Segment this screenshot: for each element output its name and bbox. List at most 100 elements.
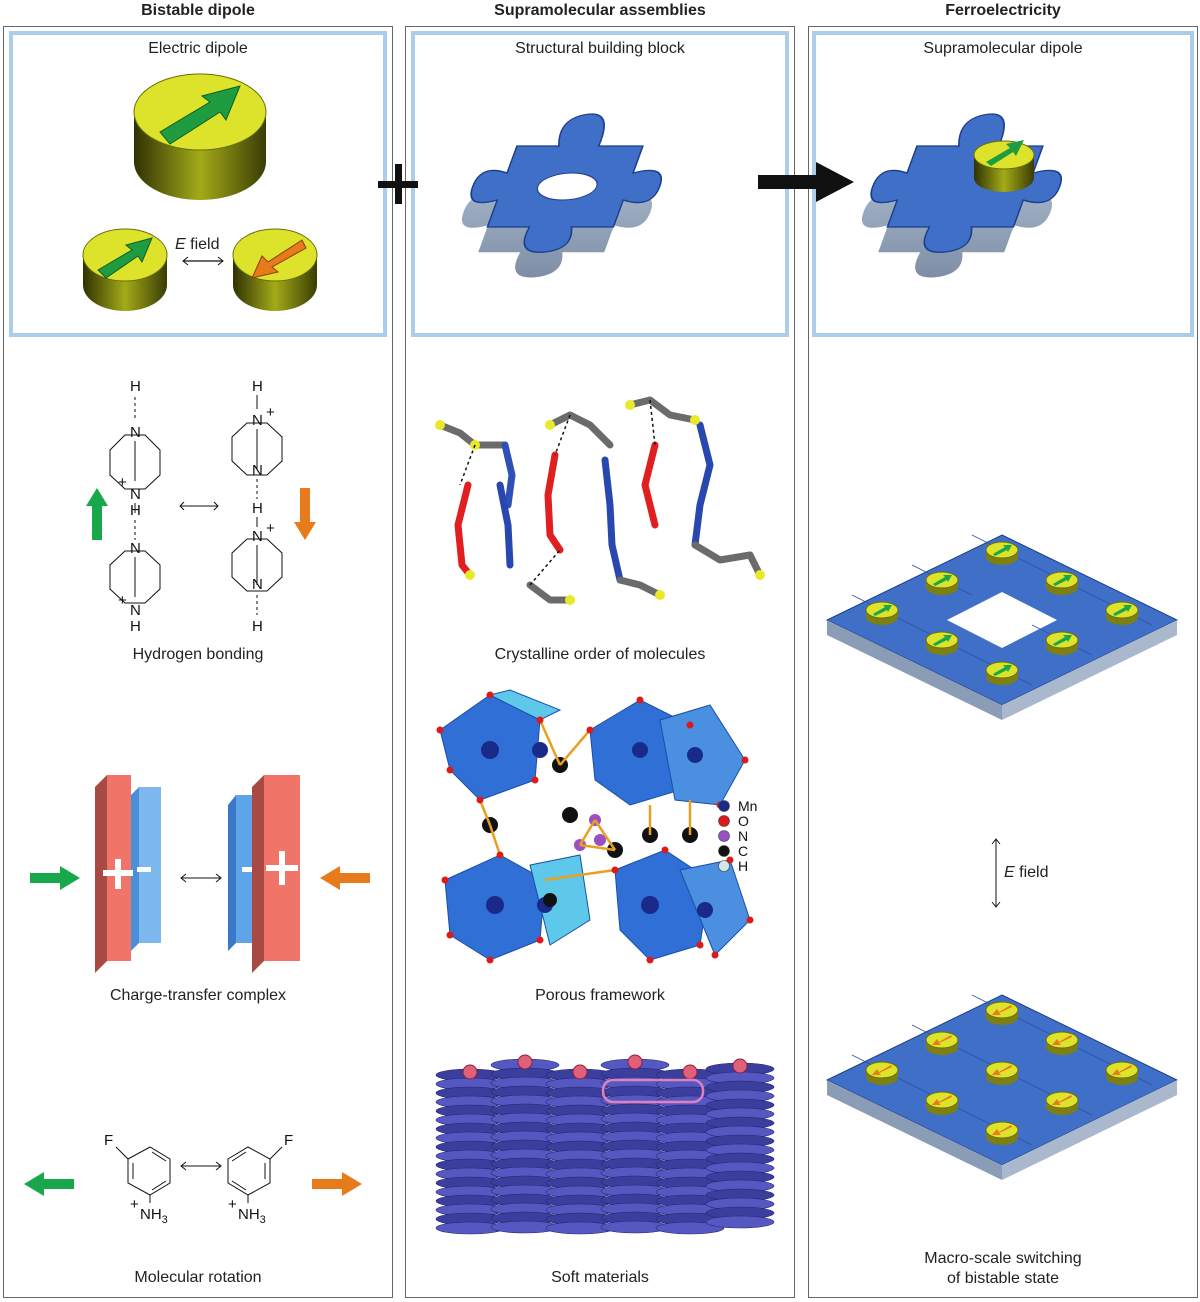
lattice-arrow-up-icon [1053, 635, 1072, 646]
soft-core [572, 1064, 588, 1080]
svg-text:+: + [228, 1196, 237, 1213]
soft-core [462, 1064, 478, 1080]
rotation-double-arrow-icon [180, 1161, 222, 1171]
big-dipole-icon [133, 73, 267, 200]
lattice-arrow-down-icon [932, 1095, 952, 1105]
legend-dot-o [718, 815, 730, 827]
molecular-rotation-label: Molecular rotation [134, 1269, 262, 1286]
svg-text:H: H [252, 500, 263, 517]
svg-text:N: N [130, 486, 141, 503]
efield-vertical-arrow-icon [991, 838, 1001, 908]
svg-text:H: H [252, 378, 263, 395]
legend-label-o: O [738, 813, 749, 829]
fluoroaniline-left: F + NH3 [104, 1132, 171, 1226]
charge-double-arrow-icon [180, 873, 222, 883]
crystalline-molecules-diagram [435, 396, 765, 605]
orange-right-arrow-icon [312, 1172, 362, 1196]
legend-dot-h [718, 860, 730, 872]
svg-text:+: + [118, 474, 127, 491]
panel-left [3, 26, 393, 1298]
lattice-arrow-up-icon [993, 545, 1012, 556]
lattice-dipole-top [1045, 1031, 1079, 1049]
puzzle-piece-icon [439, 113, 687, 278]
lattice-arrow-up-icon [1113, 605, 1132, 616]
lattice-arrow-up-icon [1053, 575, 1072, 586]
lattice-arrow-up-icon [933, 635, 952, 646]
lattice-side-left [827, 620, 1002, 720]
lattice-dipole-top [985, 1121, 1019, 1139]
green-left-arrow-icon [24, 1172, 74, 1196]
lattice-arrow-down-icon [992, 1065, 1012, 1075]
legend-label-c: C [738, 843, 748, 859]
charge-transfer-plates-left [95, 775, 161, 973]
soft-core [627, 1054, 643, 1070]
soft-materials-diagram [435, 1054, 775, 1235]
puzzle-lattice-up [825, 534, 1179, 720]
panel-right [808, 26, 1198, 1298]
charge-transfer-plates-right [228, 775, 300, 973]
hydrogen-bonding-diagram: H N N + H N N + H H N + N H N + N H [109, 378, 283, 635]
svg-text:H: H [130, 502, 141, 519]
building-block-label: Structural building block [515, 40, 685, 57]
lattice-dipole-top [1045, 1091, 1079, 1109]
efield-label-right: E field [1004, 864, 1049, 881]
green-up-arrow-icon [86, 488, 108, 540]
crystalline-order-label: Crystalline order of molecules [494, 646, 706, 663]
legend-dot-mn [718, 800, 730, 812]
lattice-side-right [1002, 1080, 1177, 1180]
svg-text:H: H [252, 618, 263, 635]
svg-text:NH3: NH3 [238, 1206, 266, 1226]
svg-text:+: + [266, 404, 275, 421]
svg-text:N: N [252, 412, 263, 429]
lattice-arrow-down-icon [992, 1125, 1012, 1135]
lattice-side-right [1002, 620, 1177, 720]
lattice-dipole-top [1105, 1061, 1139, 1079]
svg-text:N: N [130, 540, 141, 557]
small-dipole-down-icon [232, 228, 318, 311]
orange-left-arrow-icon [320, 866, 370, 890]
soft-core [517, 1054, 533, 1070]
column-title-right: Ferroelectricity [945, 2, 1061, 19]
lattice-arrow-down-icon [932, 1035, 952, 1045]
lattice-side-left [827, 1080, 1002, 1180]
orange-down-arrow-icon [294, 488, 316, 540]
svg-text:H: H [130, 618, 141, 635]
svg-text:+: + [118, 592, 127, 609]
electric-dipole-label: Electric dipole [148, 40, 248, 57]
column-title-middle: Supramolecular assemblies [494, 2, 706, 19]
puzzle-with-dipole-icon [839, 113, 1087, 278]
svg-text:+: + [130, 1196, 139, 1213]
svg-text:F: F [284, 1132, 293, 1149]
svg-text:N: N [252, 528, 263, 545]
supramolecular-dipole-label: Supramolecular dipole [923, 40, 1083, 57]
green-right-arrow-icon [30, 866, 80, 890]
plus-icon [378, 164, 418, 204]
soft-disc [655, 1221, 725, 1235]
fluoroaniline-right: F + NH3 [227, 1132, 293, 1226]
soft-disc [705, 1215, 775, 1229]
legend-label-n: N [738, 828, 748, 844]
porous-framework-diagram [436, 689, 754, 964]
svg-text:NH3: NH3 [140, 1206, 168, 1226]
soft-core [682, 1064, 698, 1080]
svg-text:N: N [252, 462, 263, 479]
lattice-arrow-up-icon [993, 665, 1012, 676]
svg-text:H: H [130, 378, 141, 395]
legend-label-h: H [738, 858, 748, 874]
svg-text:N: N [252, 576, 263, 593]
charge-transfer-label: Charge-transfer complex [109, 987, 287, 1004]
lattice-dipole-top [985, 1001, 1019, 1019]
lattice-arrow-down-icon [1112, 1065, 1132, 1075]
lattice-dipole-top [865, 1061, 899, 1079]
hydrogen-bonding-label: Hydrogen bonding [132, 646, 264, 663]
lattice-pore [947, 592, 1057, 648]
lattice-arrow-down-icon [1052, 1095, 1072, 1105]
column-title-left: Bistable dipole [141, 2, 255, 19]
svg-text:N: N [130, 424, 141, 441]
legend-label-mn: Mn [738, 798, 757, 814]
soft-materials-label: Soft materials [551, 1269, 649, 1286]
soft-core [732, 1058, 748, 1074]
legend-dot-c [718, 845, 730, 857]
lattice-arrow-up-icon [933, 575, 952, 586]
